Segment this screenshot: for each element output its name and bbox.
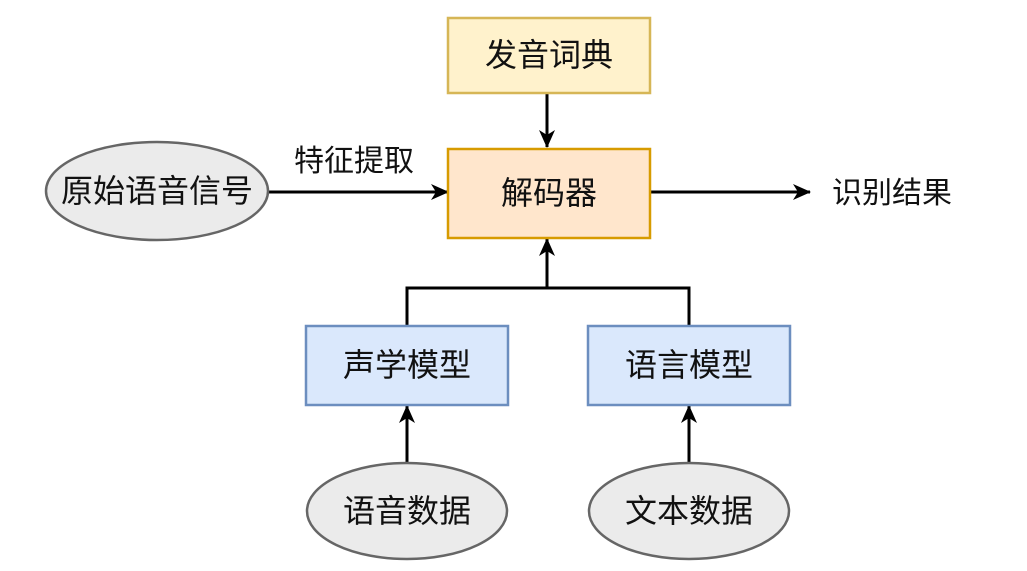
decoder-label: 解码器 <box>501 174 597 212</box>
language-model-box <box>586 324 792 407</box>
raw-signal-node: 原始语音信号 <box>44 140 270 242</box>
speech-data-ellipse <box>305 461 509 561</box>
lexicon-label: 发音词典 <box>485 36 613 74</box>
acoustic-model-node: 声学模型 <box>304 324 510 407</box>
lexicon-node: 发音词典 <box>446 16 652 95</box>
text-data-label: 文本数据 <box>625 492 753 530</box>
models-to-decoder-connector <box>405 286 691 326</box>
language-model-node: 语言模型 <box>586 324 792 407</box>
decoder-box <box>446 147 652 240</box>
language-model-label: 语言模型 <box>625 346 753 384</box>
speech-data-node: 语音数据 <box>305 461 509 561</box>
result-label: 识别结果 <box>832 176 952 211</box>
acoustic-model-box <box>304 324 510 407</box>
raw-signal-label: 原始语音信号 <box>61 172 253 210</box>
acoustic-model-label: 声学模型 <box>343 346 471 384</box>
decoder-node: 解码器 <box>446 147 652 240</box>
speech-data-label: 语音数据 <box>343 492 471 530</box>
feature-extraction-label: 特征提取 <box>294 144 414 179</box>
text-data-ellipse <box>587 461 791 561</box>
raw-signal-ellipse <box>44 140 270 242</box>
lexicon-box <box>446 16 652 95</box>
text-data-node: 文本数据 <box>587 461 791 561</box>
